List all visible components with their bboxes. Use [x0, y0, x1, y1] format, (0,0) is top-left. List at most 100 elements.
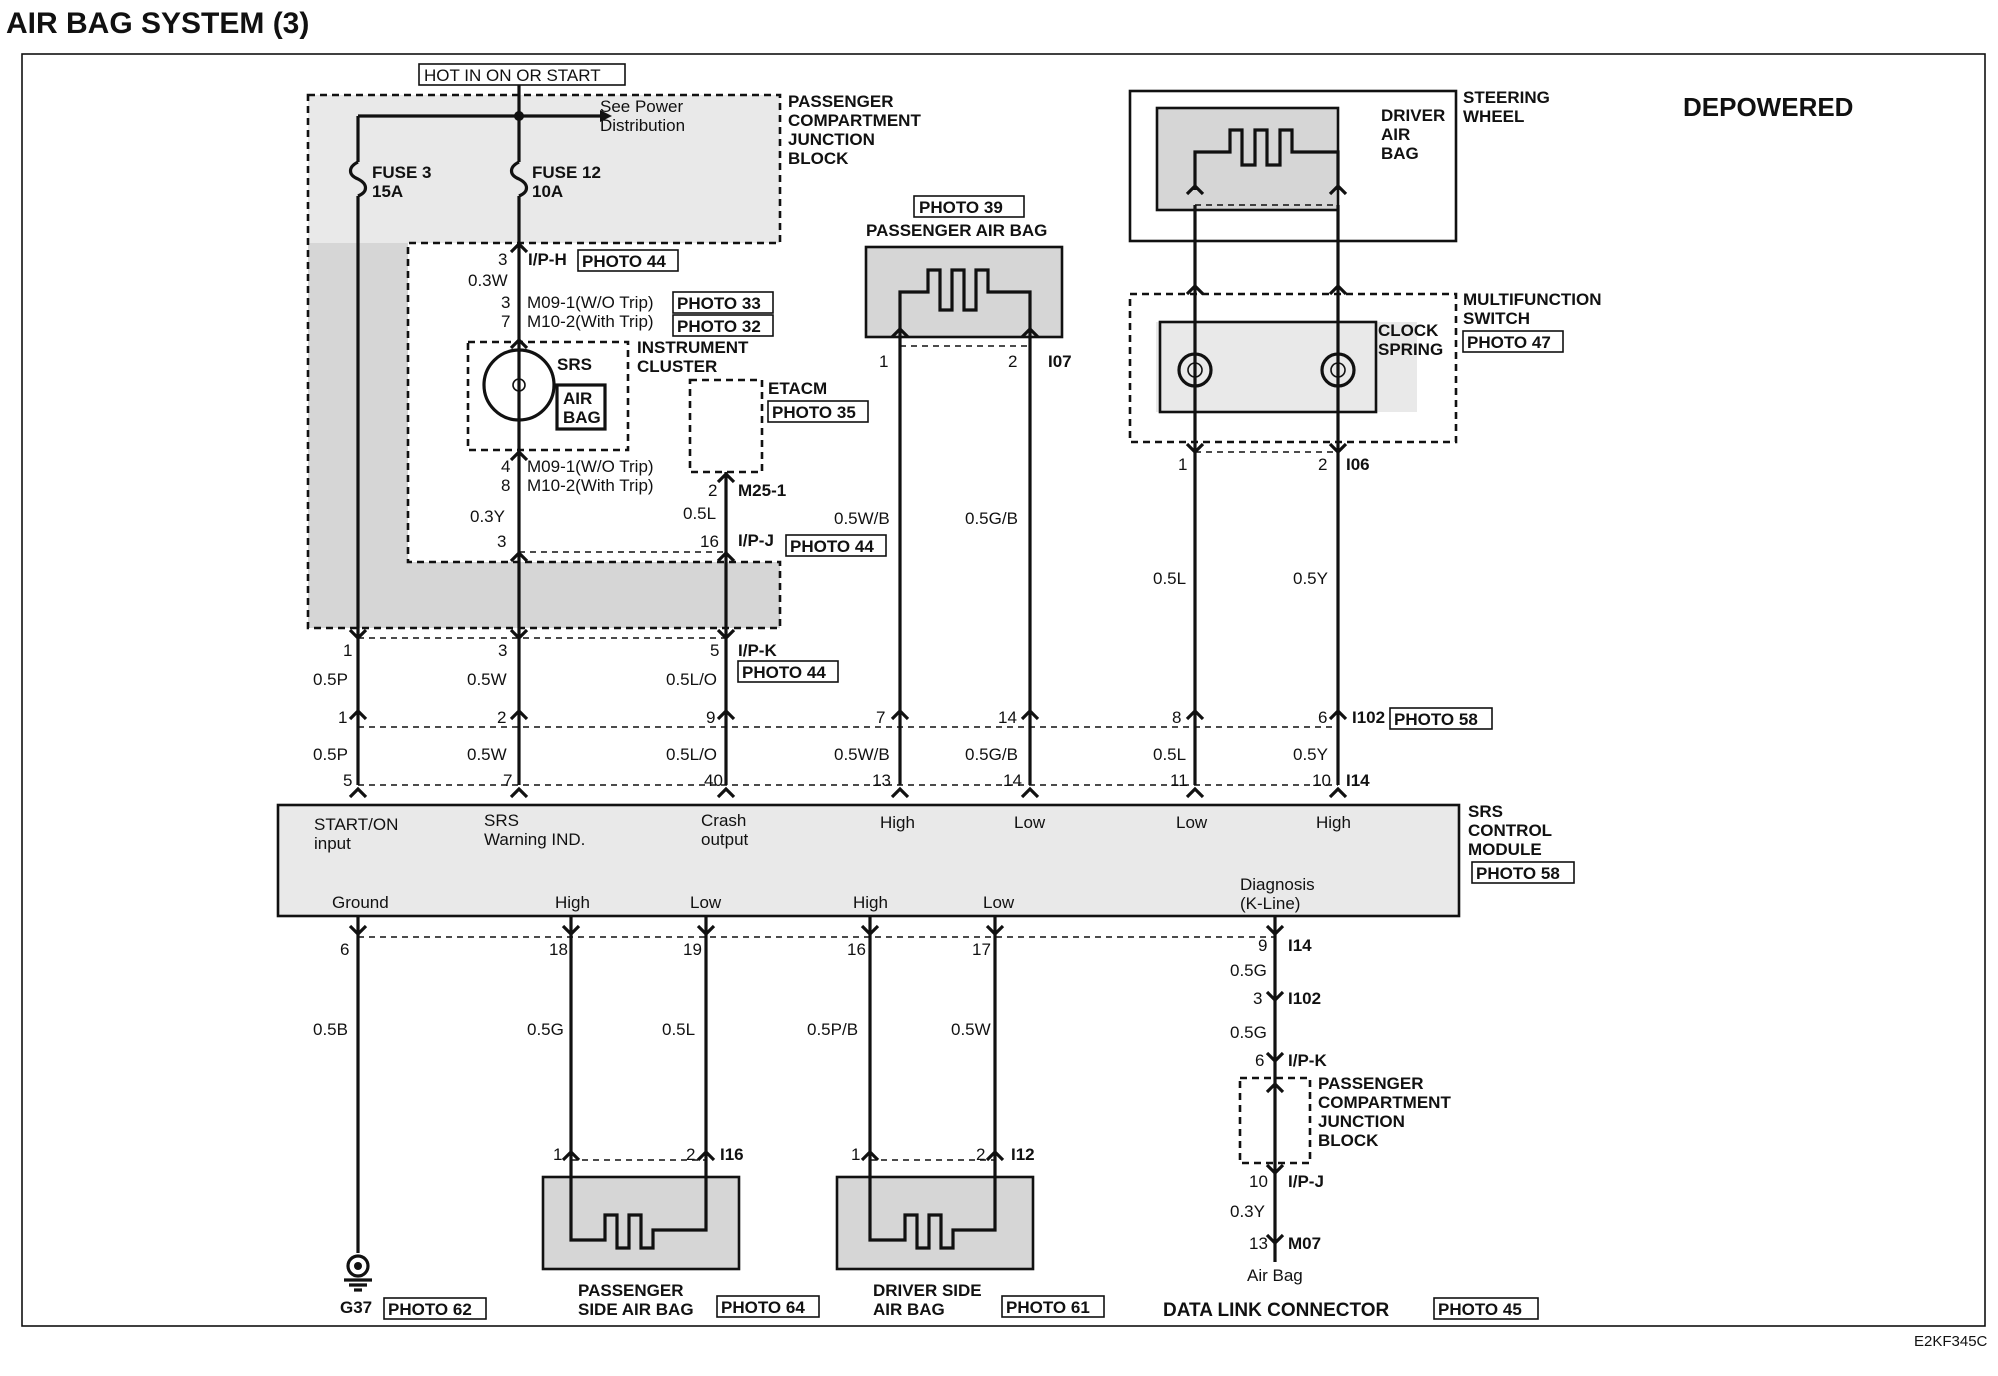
pin-i07-2: 2 [1008, 352, 1017, 371]
pin-i102-1: 1 [338, 708, 347, 727]
cluster-m10-bot: M10-2(With Trip) [527, 476, 654, 495]
svg-text:HOT IN ON OR START: HOT IN ON OR START [424, 66, 601, 85]
wire-label-0.5p-1: 0.5P [313, 670, 348, 689]
pin-i14-7: 7 [503, 771, 512, 790]
iph-photo: PHOTO 44 [582, 252, 666, 271]
pin-i102-7: 7 [876, 708, 885, 727]
steering-name-2: WHEEL [1463, 107, 1524, 126]
wire-label-0.5lo-1: 0.5L/O [666, 670, 717, 689]
pcjb-top-box [306, 93, 782, 630]
m09-photo: PHOTO 33 [677, 294, 761, 313]
pin-i14-13: 13 [872, 771, 891, 790]
wire-label-dlc-0.5g-2: 0.5G [1230, 1023, 1267, 1042]
pin-m-bot-8: 8 [501, 476, 510, 495]
wire-label-0.5gb-top: 0.5G/B [965, 509, 1018, 528]
wire-label-0.5l-b: 0.5L [662, 1020, 695, 1039]
passenger-side-airbag-box [541, 1175, 741, 1271]
module-bottom-connector-marks [348, 924, 1285, 937]
fuse-12-amp: 10A [532, 182, 563, 201]
psab-photo: PHOTO 64 [721, 1298, 805, 1317]
ipjb-label: I/P-J [1288, 1172, 1324, 1191]
module-crash-1: Crash [701, 811, 746, 830]
wire-label-0.5wb-2: 0.5W/B [834, 745, 890, 764]
wire-label-0.5pb: 0.5P/B [807, 1020, 858, 1039]
pin-ipk-3: 3 [498, 641, 507, 660]
psab-name-1: PASSENGER [578, 1281, 684, 1300]
wire-label-dlc-0.3y: 0.3Y [1230, 1202, 1265, 1221]
pin-i06-2: 2 [1318, 455, 1327, 474]
dlc-airbag: Air Bag [1247, 1266, 1303, 1285]
i16-label: I16 [720, 1145, 744, 1164]
pin-ipj-16: 16 [700, 532, 719, 551]
ground-terminal-icon [346, 1254, 370, 1278]
srs-lamp-icon [482, 348, 556, 422]
module-top-connector-marks [348, 786, 1348, 799]
wire-label-dlc-0.5g-1: 0.5G [1230, 961, 1267, 980]
driver-squib-icon [1193, 128, 1340, 190]
pcjb-bottom-1: PASSENGER [1318, 1074, 1424, 1093]
pin-iph-3: 3 [498, 250, 507, 269]
cluster-name-2: CLUSTER [637, 357, 717, 376]
pcjb-top-label-2: COMPARTMENT [788, 111, 921, 130]
pcjb-top-label-1: PASSENGER [788, 92, 894, 111]
module-start-1: START/ON [314, 815, 398, 834]
pin-i07-1: 1 [879, 352, 888, 371]
ground-name: G37 [340, 1298, 372, 1317]
module-low-top2: Low [1176, 813, 1208, 832]
wire-label-0.5w-b: 0.5W [951, 1020, 991, 1039]
wire-label-0.5y-2: 0.5Y [1293, 745, 1328, 764]
cluster-air: AIR [563, 389, 592, 408]
dlc-name: DATA LINK CONNECTOR [1163, 1300, 1390, 1321]
multifunction-switch-box [1128, 292, 1458, 444]
wire-label-0.3w: 0.3W [468, 271, 508, 290]
pin-i12-2: 2 [976, 1145, 985, 1164]
cluster-m09-top: M09-1(W/O Trip) [527, 293, 654, 312]
m10-photo: PHOTO 32 [677, 317, 761, 336]
fuse-3-icon [348, 160, 368, 198]
pin-i12-1: 1 [851, 1145, 860, 1164]
steering-name-1: STEERING [1463, 88, 1550, 107]
module-srs-2: Warning IND. [484, 830, 585, 849]
variant-label: DEPOWERED [1683, 92, 1853, 122]
i14-label: I14 [1346, 771, 1370, 790]
pcjb-bottom-2: COMPARTMENT [1318, 1093, 1451, 1112]
i102-connector-marks [348, 708, 1348, 721]
pin-ipj-3: 3 [497, 532, 506, 551]
cluster-bag: BAG [563, 408, 601, 427]
module-name-3: MODULE [1468, 840, 1542, 859]
wire-label-0.5l-top: 0.5L [1153, 569, 1186, 588]
pcjb-bottom-4: BLOCK [1318, 1131, 1379, 1150]
pin-b-6: 6 [340, 940, 349, 959]
pab-photo: PHOTO 39 [919, 198, 1003, 217]
module-name-1: SRS [1468, 802, 1503, 821]
pcjb-bottom-3: JUNCTION [1318, 1112, 1405, 1131]
module-crash-2: output [701, 830, 749, 849]
pin-b-16: 16 [847, 940, 866, 959]
mfs-conn: I06 [1346, 455, 1370, 474]
module-ground: Ground [332, 893, 389, 912]
wire-label-0.5b: 0.5B [313, 1020, 348, 1039]
iph-label: I/P-H [528, 250, 567, 269]
pin-i14-10: 10 [1312, 771, 1331, 790]
i12-label: I12 [1011, 1145, 1035, 1164]
fuse-3-amp: 15A [372, 182, 403, 201]
wire-label-0.5lo-2: 0.5L/O [666, 745, 717, 764]
wire-label-0.5wb-top: 0.5W/B [834, 509, 890, 528]
module-low-b2: Low [983, 893, 1015, 912]
pin-i16-1: 1 [553, 1145, 562, 1164]
clock-spring-box [1158, 320, 1378, 414]
steering-wheel-box [1128, 89, 1458, 243]
driver-side-airbag-box [835, 1175, 1035, 1271]
cluster-m10-top: M10-2(With Trip) [527, 312, 654, 331]
ipj-label: I/P-J [738, 531, 774, 550]
mfs-name-2: SWITCH [1463, 309, 1530, 328]
pin-b-19: 19 [683, 940, 702, 959]
module-high-b1: High [555, 893, 590, 912]
dsab-photo: PHOTO 61 [1006, 1298, 1090, 1317]
wire-label-etacm-0.5l: 0.5L [683, 504, 716, 523]
wire-label-0.5gb-2: 0.5G/B [965, 745, 1018, 764]
module-diag-1: Diagnosis [1240, 875, 1315, 894]
pin-ipk-5: 5 [710, 641, 719, 660]
see-power-text-1: See Power [600, 97, 683, 116]
pin-b-18: 18 [549, 940, 568, 959]
